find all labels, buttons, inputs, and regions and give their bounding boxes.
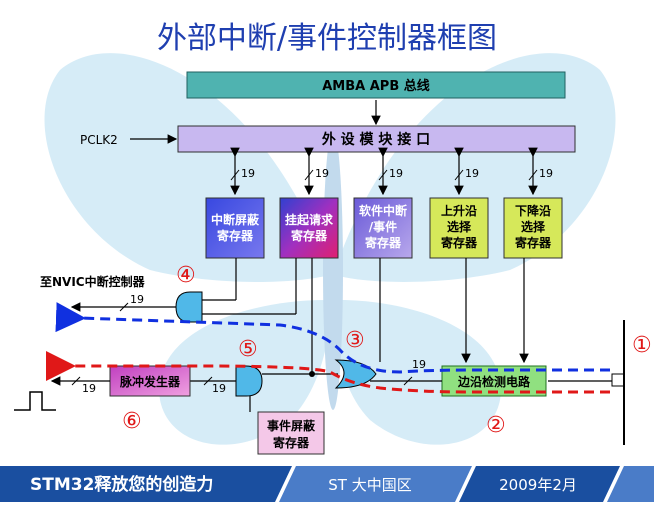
footer-middle: ST 大中国区 [328, 476, 411, 494]
marker-6: ⑥ [122, 409, 142, 434]
pulse-slash [203, 376, 213, 386]
register-label: 寄存器 [365, 235, 402, 250]
register-bus-slash [378, 169, 388, 181]
nvic-width: 19 [130, 293, 144, 306]
nvic-label: 至NVIC中断控制器 [40, 274, 146, 289]
register-group: 中断屏蔽寄存器19挂起请求寄存器19软件中断/事件寄存器19上升沿选择寄存器19… [205, 147, 563, 259]
pulse-generator-label: 脉冲发生器 [119, 374, 181, 389]
amba-apb-bus-label: AMBA APB 总线 [322, 78, 430, 94]
edge-detect-label: 边沿检测电路 [457, 374, 531, 389]
register-label: 挂起请求 [285, 212, 334, 227]
peripheral-interface [177, 125, 576, 153]
marker-4: ④ [176, 263, 196, 288]
register-label: 选择 [521, 219, 546, 234]
register-bus-width: 19 [539, 167, 553, 180]
and-gate-event [235, 365, 263, 397]
register-box [353, 197, 413, 259]
register-bus-width: 19 [315, 167, 329, 180]
amba-apb-bus [186, 71, 566, 99]
footer-right: 2009年2月 [499, 476, 577, 494]
register-label: 选择 [447, 219, 472, 234]
register-box [503, 197, 563, 259]
out-width: 19 [82, 382, 96, 395]
register-label: 寄存器 [291, 228, 328, 243]
event-path-red [46, 351, 610, 394]
register-label: /事件 [369, 219, 397, 234]
pulse-waveform-icon [14, 391, 56, 411]
register-bus-slash [230, 169, 240, 181]
marker-3: ③ [345, 328, 365, 353]
register-bus-width: 19 [465, 167, 479, 180]
input-pin [611, 373, 625, 387]
register-box [429, 197, 489, 259]
register-bus-slash [454, 169, 464, 181]
register-label: 上升沿 [441, 203, 477, 218]
footer-left: STM32释放您的创造力 [30, 474, 213, 495]
page-title: 外部中断/事件控制器框图 [157, 21, 497, 56]
register-box [279, 197, 339, 259]
register-label: 寄存器 [515, 235, 552, 250]
pclk2-label: PCLK2 [80, 133, 118, 147]
register-label: 中断屏蔽 [211, 212, 260, 227]
peripheral-interface-label: 外 设 模 块 接 口 [322, 131, 430, 148]
pulse-width: 19 [212, 382, 226, 395]
nvic-slash [119, 302, 129, 312]
register-bus-slash [304, 169, 314, 181]
interrupt-path-blue [55, 302, 610, 374]
register-label: 下降沿 [515, 203, 551, 218]
pulse-generator [109, 365, 191, 397]
register-bus-width: 19 [389, 167, 403, 180]
footer: STM32释放您的创造力 ST 大中国区 2009年2月 [0, 466, 654, 502]
event-mask-register [257, 411, 325, 455]
marker-1: ① [632, 333, 652, 358]
register-label: 寄存器 [441, 235, 478, 250]
event-mask-line1: 事件屏蔽 [267, 418, 316, 433]
marker-5: ⑤ [238, 337, 258, 362]
edge-or-slash [403, 376, 413, 386]
and-gate-interrupt [175, 291, 203, 323]
register-box [205, 197, 265, 259]
edge-or-width: 19 [412, 358, 426, 371]
register-bus-slash [528, 169, 538, 181]
out-slash [71, 376, 81, 386]
register-bus-width: 19 [241, 167, 255, 180]
marker-2: ② [486, 413, 506, 438]
register-label: 寄存器 [217, 228, 254, 243]
event-mask-line2: 寄存器 [273, 435, 310, 450]
register-label: 软件中断 [359, 203, 407, 218]
